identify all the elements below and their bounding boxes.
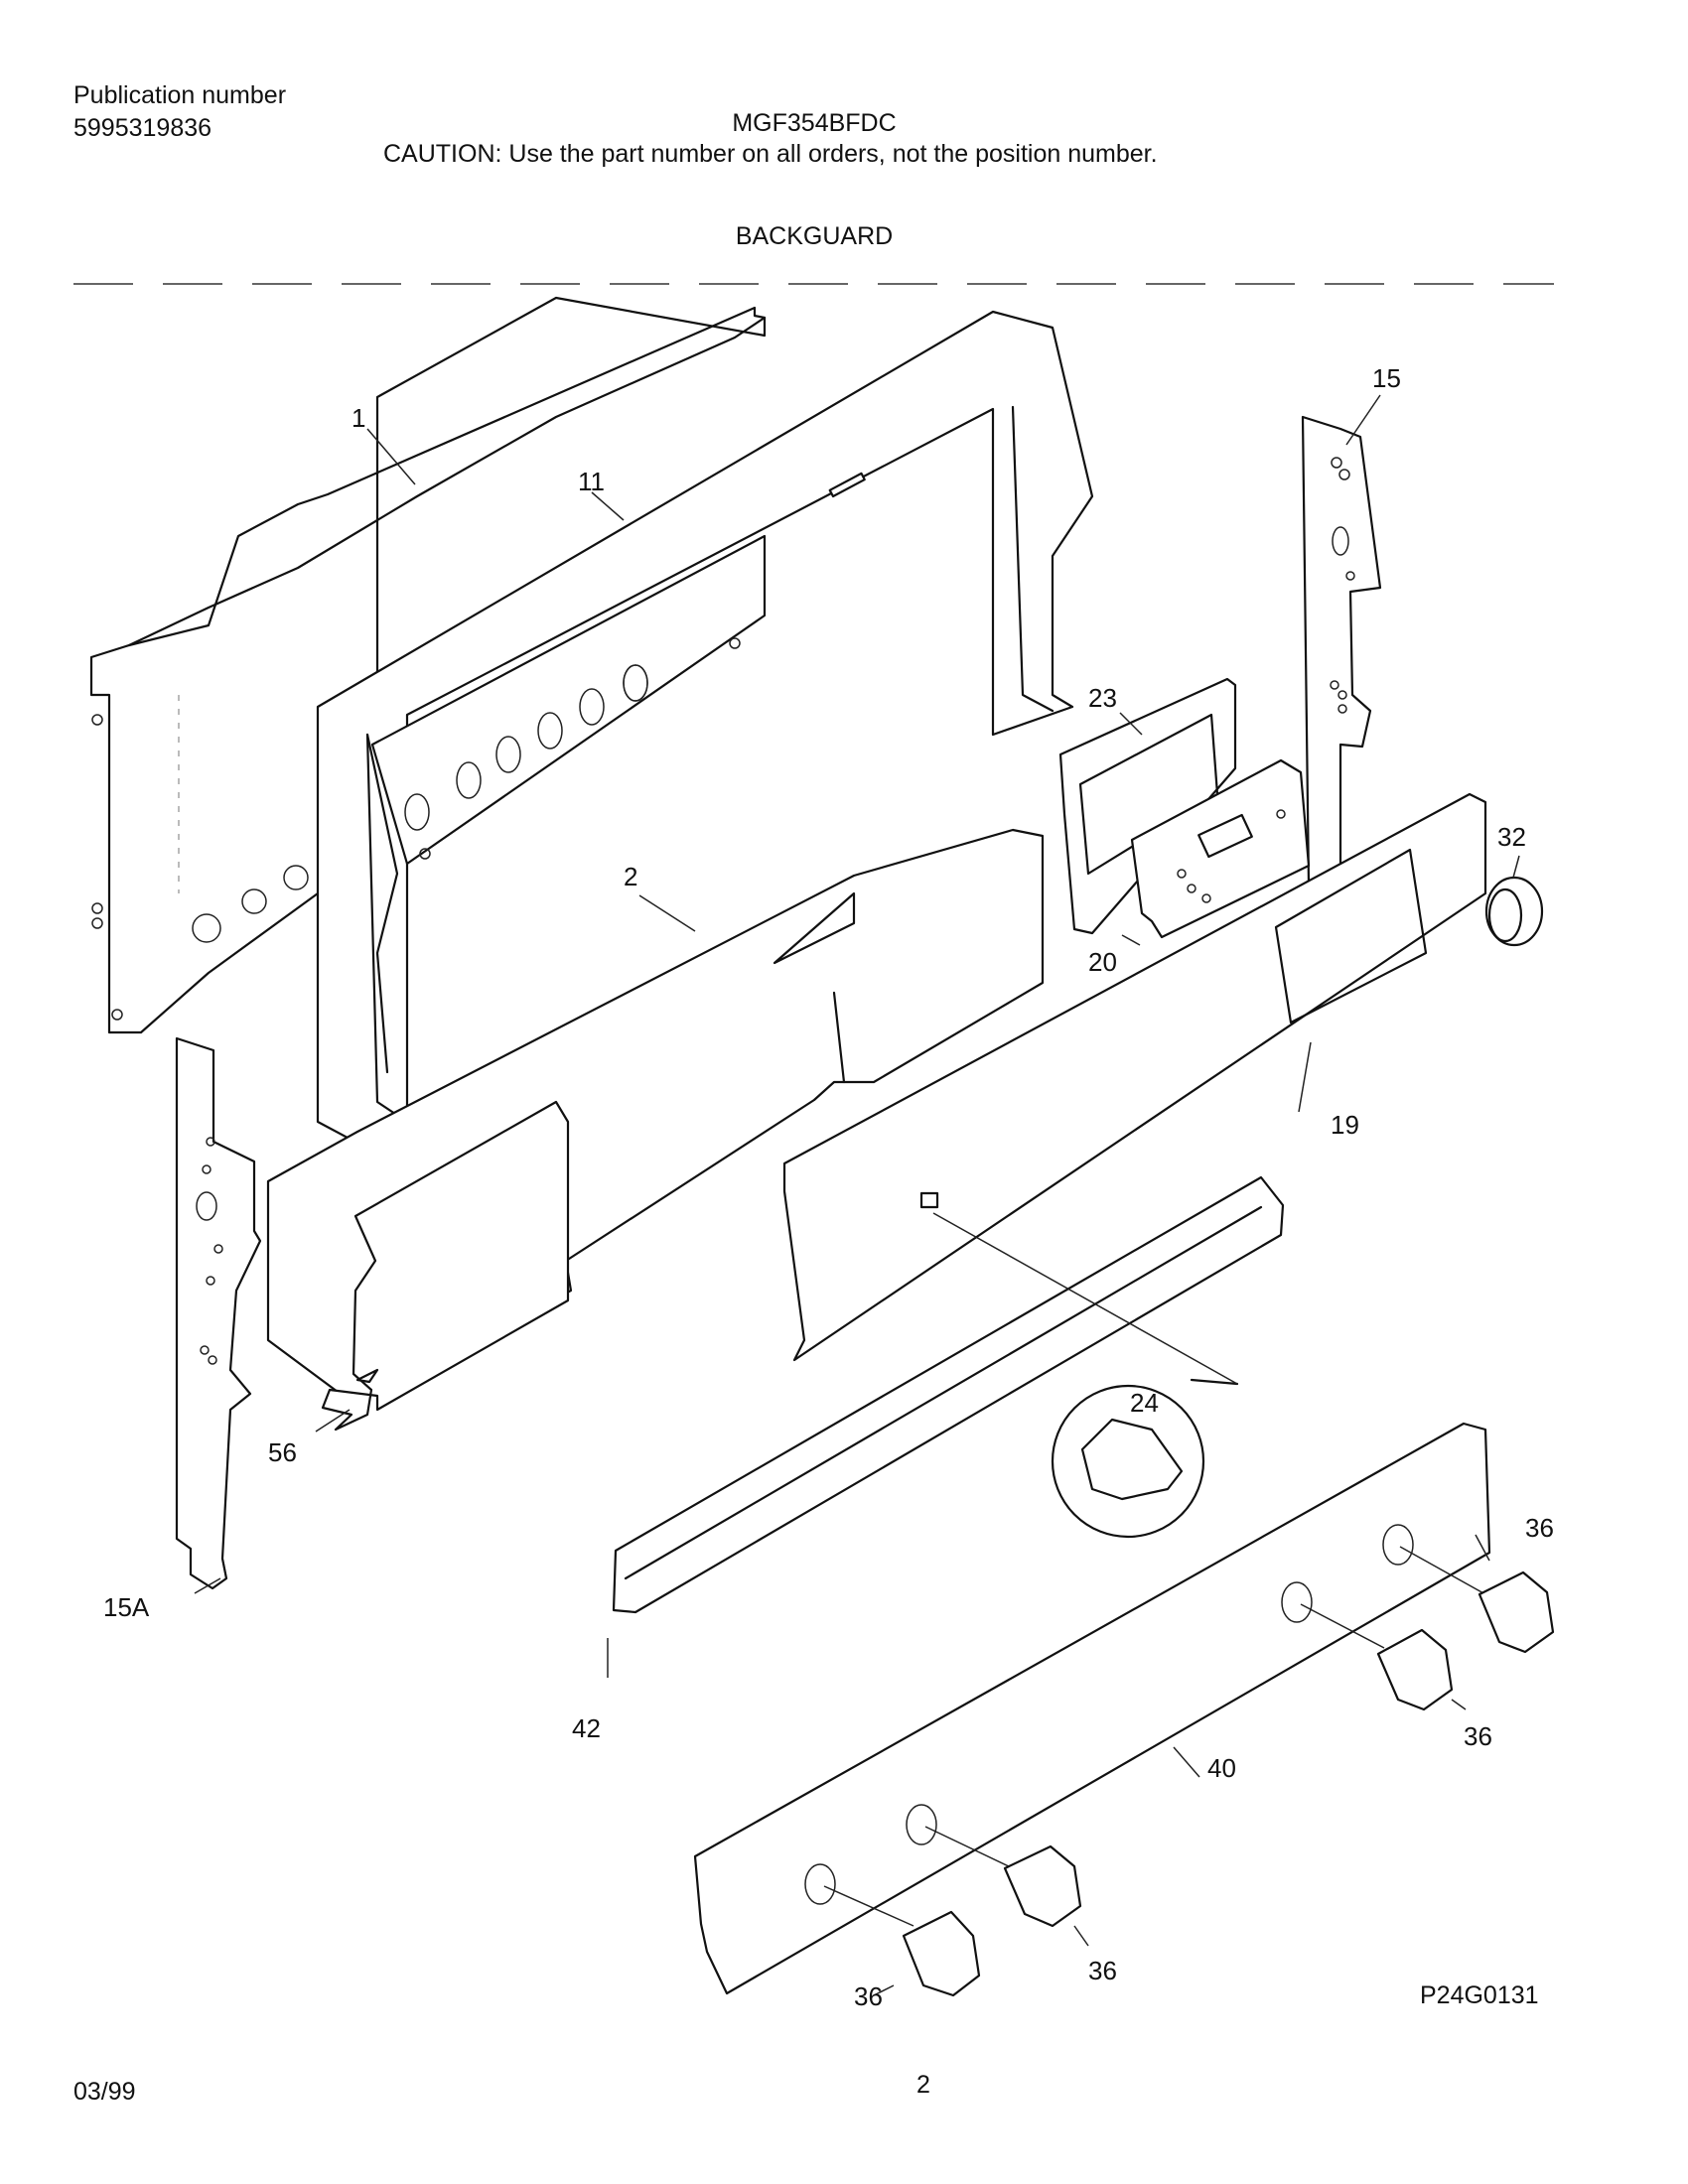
callout-15: 15 [1372, 363, 1401, 393]
part-lower-panel [321, 1100, 570, 1432]
revision-date: 03/99 [73, 2078, 136, 2106]
callout-20: 20 [1088, 947, 1117, 977]
part-left-side-bracket [175, 1036, 262, 1590]
page-number: 2 [916, 2071, 930, 2099]
callout-36-c: 36 [1088, 1956, 1117, 1985]
part-electronic-control [1130, 758, 1311, 939]
drawing-id: P24G0131 [1420, 1981, 1539, 2009]
callout-32: 32 [1497, 822, 1526, 852]
callout-24: 24 [1130, 1388, 1159, 1418]
callout-15a: 15A [103, 1592, 150, 1622]
callout-19: 19 [1331, 1110, 1359, 1140]
callout-36-b: 36 [1464, 1721, 1492, 1751]
part-right-side-bracket [1301, 415, 1382, 887]
callout-36-d: 36 [854, 1981, 883, 2011]
part-rear-panel [89, 296, 767, 1034]
part-detail-24 [932, 1212, 1239, 1539]
callout-1: 1 [352, 403, 365, 433]
leader-lines [194, 394, 1520, 1996]
part-control-insert [370, 534, 767, 866]
part-knobs-36 [823, 1546, 1555, 1997]
part-trim-42 [612, 1175, 1285, 1614]
model-number: MGF354BFDC [732, 109, 897, 137]
caution-note: CAUTION: Use the part number on all orde… [383, 140, 1158, 168]
part-manifold-panel [693, 1422, 1491, 1995]
publication-number: 5995319836 [73, 114, 212, 142]
publication-label: Publication number [73, 81, 287, 109]
callout-23: 23 [1088, 683, 1117, 713]
callout-40: 40 [1207, 1753, 1236, 1783]
callout-11: 11 [578, 467, 605, 496]
callout-36-a: 36 [1525, 1513, 1554, 1543]
callout-42: 42 [572, 1713, 601, 1743]
callout-2: 2 [624, 862, 637, 891]
part-control-panel [782, 792, 1487, 1362]
part-knob-32 [1484, 876, 1544, 947]
callout-56: 56 [268, 1437, 297, 1467]
section-title: BACKGUARD [735, 222, 894, 250]
